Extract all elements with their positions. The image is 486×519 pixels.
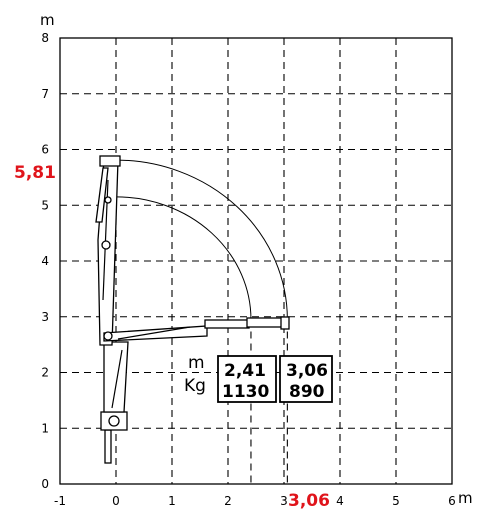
load-table-column-1 bbox=[217, 355, 277, 403]
crane-knuckle-joint bbox=[103, 331, 113, 341]
reach-arcs bbox=[115, 159, 288, 484]
reach-arc bbox=[115, 196, 252, 320]
crane-column-cylinder bbox=[111, 349, 123, 409]
load-table-column-2 bbox=[279, 355, 333, 403]
crane-extension-2 bbox=[246, 317, 286, 328]
y-axis-unit: m bbox=[40, 11, 55, 29]
load-table: m Kg 2,41 1130 3,06 890 bbox=[184, 353, 333, 403]
load-table-load-2: 890 bbox=[289, 382, 325, 402]
y-tick-label: 6 bbox=[41, 143, 49, 157]
x-tick-label: 6 bbox=[448, 494, 456, 508]
crane-boom-head bbox=[99, 155, 121, 167]
x-tick-label: 0 bbox=[112, 494, 120, 508]
x-tick-label: 4 bbox=[336, 494, 344, 508]
y-tick-label: 0 bbox=[41, 477, 49, 491]
max-reach-label: 3,06 bbox=[288, 491, 330, 511]
y-tick-label: 4 bbox=[41, 254, 49, 268]
crane-outer-boom-cylinder bbox=[117, 326, 191, 340]
crane-boom-joint bbox=[104, 196, 112, 204]
plot-frame bbox=[59, 37, 453, 485]
y-tick-label: 7 bbox=[41, 87, 49, 101]
x-tick-label: 5 bbox=[392, 494, 400, 508]
y-tick-label: 5 bbox=[41, 198, 49, 212]
reach-arc bbox=[115, 159, 288, 320]
y-tick-label: 2 bbox=[41, 366, 49, 380]
axis-ticks: -1 0 1 2 3 4 5 6 0 1 2 3 4 5 6 7 8 bbox=[41, 31, 455, 508]
y-tick-label: 3 bbox=[41, 310, 49, 324]
x-tick-label: 1 bbox=[168, 494, 176, 508]
load-table-load-1: 1130 bbox=[222, 382, 269, 402]
load-table-reach-2: 3,06 bbox=[286, 361, 328, 381]
max-height-label: 5,81 bbox=[14, 163, 56, 183]
load-table-load-unit: Kg bbox=[184, 376, 206, 396]
crane-column bbox=[103, 341, 129, 413]
load-table-reach-unit: m bbox=[188, 353, 205, 373]
crane-hook-point bbox=[280, 316, 290, 330]
x-tick-label: 3 bbox=[280, 494, 288, 508]
x-axis-unit: m bbox=[458, 489, 473, 507]
x-tick-label: -1 bbox=[54, 494, 66, 508]
crane-jib-folded bbox=[95, 167, 109, 223]
crane-base-pivot bbox=[108, 415, 120, 427]
x-tick-label: 2 bbox=[224, 494, 232, 508]
load-table-reach-1: 2,41 bbox=[224, 361, 266, 381]
y-tick-label: 8 bbox=[41, 31, 49, 45]
y-tick-label: 1 bbox=[41, 421, 49, 435]
crane-extension-1 bbox=[204, 319, 250, 329]
crane-boom-joint bbox=[101, 240, 111, 250]
crane-outrigger-leg bbox=[104, 429, 112, 464]
crane-illustration bbox=[95, 155, 290, 464]
